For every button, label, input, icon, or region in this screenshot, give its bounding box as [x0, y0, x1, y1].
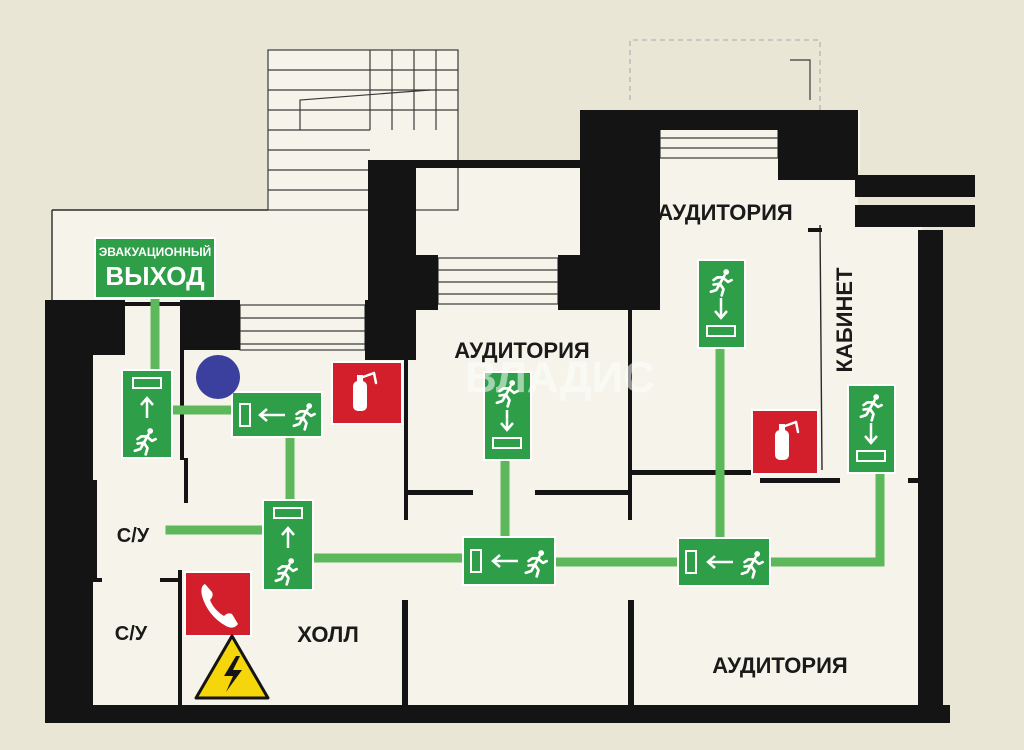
- arrow-icon: [864, 423, 878, 445]
- high-voltage-sign: [194, 634, 270, 700]
- room-label-wc-upper: С/У: [117, 525, 150, 547]
- direction-sign-top-horizontal: [231, 391, 323, 438]
- direction-sign-hall-vertical: [262, 499, 314, 591]
- room-label-cabinet: КАБИНЕТ: [832, 267, 857, 373]
- arrow-icon: [500, 410, 514, 432]
- arrow-icon: [258, 408, 285, 422]
- exit-sign-line2: ВЫХОД: [105, 261, 205, 291]
- direction-sign-corridor-2: [677, 537, 771, 587]
- fire-extinguisher-sign-1: [331, 361, 403, 425]
- fire-extinguisher-sign-2: [751, 409, 819, 475]
- arrow-icon: [140, 396, 154, 418]
- direction-sign-auditorium-top: [697, 259, 746, 349]
- exit-outline: [790, 59, 811, 100]
- direction-sign-left-vertical: [121, 369, 173, 459]
- arrow-icon: [714, 298, 728, 320]
- exit-sign-line1: ЭВАКУАЦИОННЫЙ: [99, 244, 212, 259]
- dashed-outline: [629, 39, 821, 110]
- room-label-auditorium-middle: АУДИТОРИЯ: [454, 338, 589, 363]
- arrow-icon: [491, 554, 518, 568]
- room-label-wc-lower: С/У: [115, 623, 148, 645]
- direction-sign-auditorium-middle: [483, 371, 532, 461]
- high-voltage-icon: [224, 656, 242, 692]
- emergency-phone-sign: [184, 571, 252, 637]
- you-are-here-marker: [196, 355, 240, 399]
- direction-sign-cabinet: [847, 384, 896, 474]
- walls: [45, 110, 975, 723]
- direction-sign-corridor-1: [462, 536, 556, 586]
- room-label-auditorium-top-right: АУДИТОРИЯ: [657, 200, 792, 225]
- staircase-top: [267, 49, 459, 211]
- watermark: ВЛАДИС: [465, 353, 655, 402]
- thin-walls: [51, 209, 823, 471]
- evacuation-exit-sign: ЭВАКУАЦИОННЫЙ ВЫХОД: [94, 237, 216, 299]
- room-label-auditorium-bottom-right: АУДИТОРИЯ: [712, 653, 847, 678]
- phone-icon: [201, 584, 238, 628]
- arrow-icon: [706, 555, 733, 569]
- arrow-icon: [281, 526, 295, 548]
- evacuation-route: [150, 290, 885, 567]
- room-label-hall: ХОЛЛ: [297, 622, 359, 647]
